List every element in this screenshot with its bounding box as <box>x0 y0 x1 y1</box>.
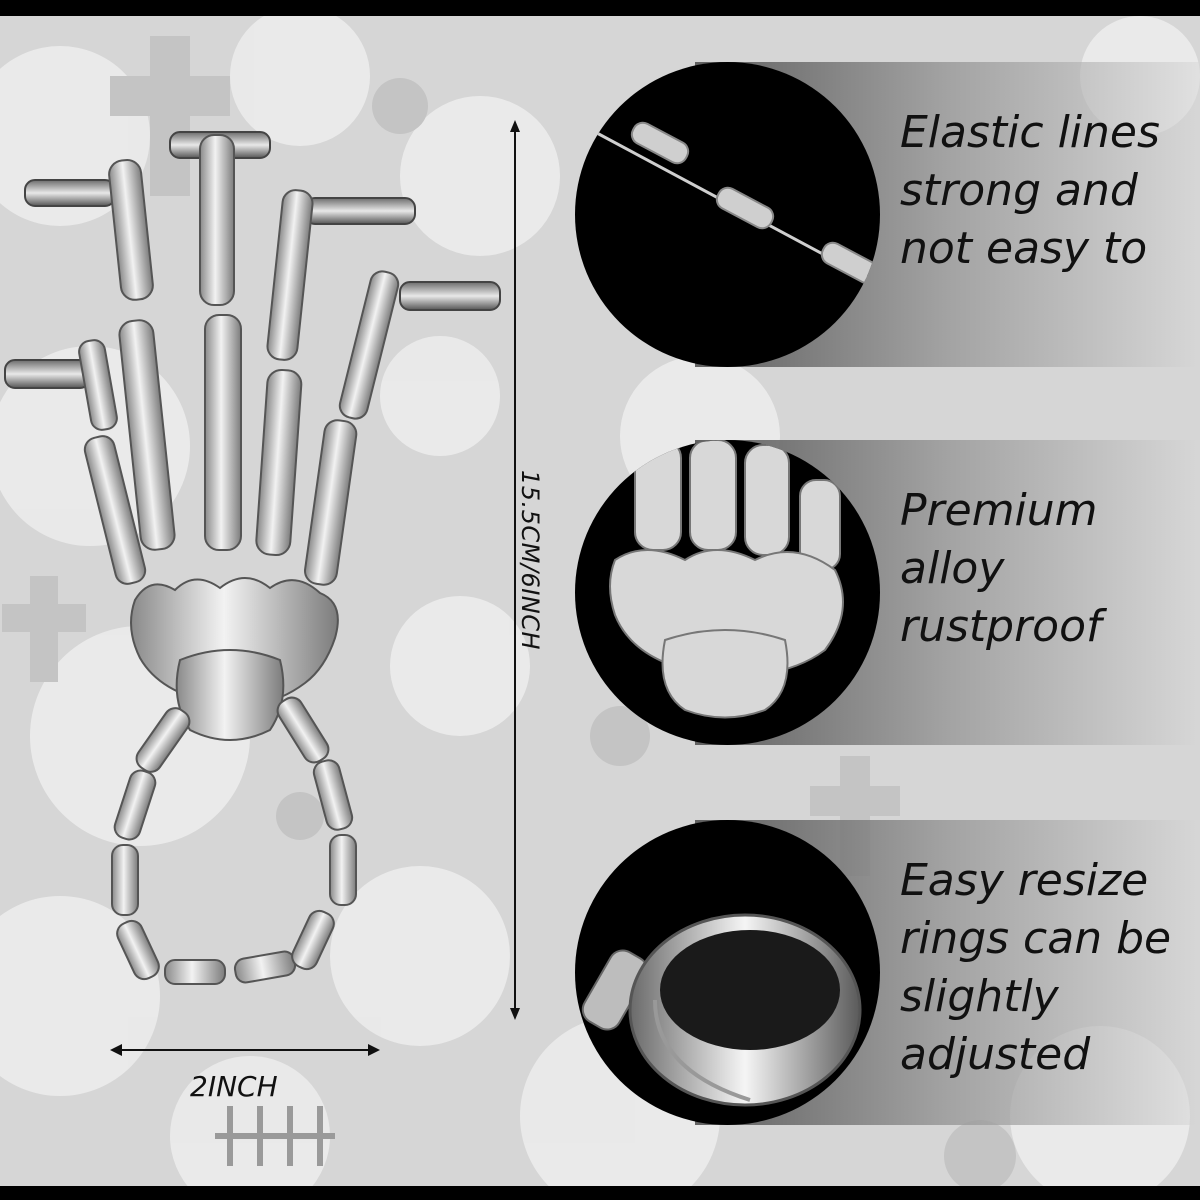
feature-line: slightly <box>900 971 1059 1022</box>
feature-text: Easy resize rings can be slightly adjust… <box>900 852 1200 1084</box>
feature-elastic-lines: Elastic lines strong and not easy to <box>575 62 1200 367</box>
feature-text: Elastic lines strong and not easy to <box>900 104 1200 278</box>
bottom-border <box>0 1186 1200 1200</box>
skeleton-knuckles-icon <box>575 440 880 745</box>
feature-line: strong and <box>900 165 1138 216</box>
feature-text: Premium alloy rustproof <box>900 482 1200 656</box>
adjustable-ring-icon <box>575 820 880 1125</box>
top-border <box>0 0 1200 16</box>
width-label: 2INCH <box>190 1070 278 1103</box>
elastic-line-bones-icon <box>575 62 880 367</box>
skeleton-hand-bracelet-icon <box>4 131 501 985</box>
feature-line: not easy to <box>900 223 1148 274</box>
feature-line: Premium <box>900 485 1098 536</box>
feature-line: rustproof <box>900 601 1102 652</box>
width-dimension-arrow-icon <box>110 1044 380 1056</box>
feature-line: Easy resize <box>900 855 1149 906</box>
length-dimension-arrow-icon <box>510 120 520 1020</box>
feature-line: alloy <box>900 543 1005 594</box>
feature-line: adjusted <box>900 1029 1091 1080</box>
feature-line: rings can be <box>900 913 1172 964</box>
feature-resizable-rings: Easy resize rings can be slightly adjust… <box>575 820 1200 1125</box>
length-label: 15.5CM/6INCH <box>516 469 544 651</box>
feature-premium-alloy: Premium alloy rustproof <box>575 440 1200 745</box>
feature-line: Elastic lines <box>900 107 1160 158</box>
